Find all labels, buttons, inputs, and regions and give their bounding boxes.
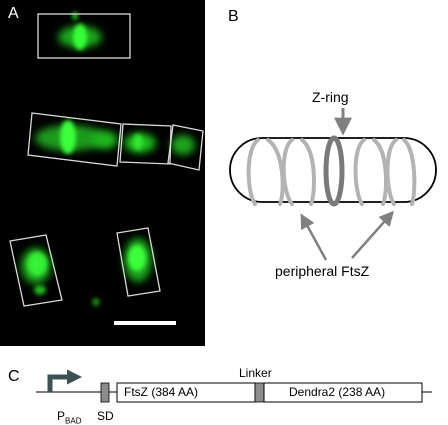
promoter-label-text: P: [57, 409, 66, 423]
z-ring: [323, 135, 345, 207]
dendra2-label: Dendra2 (238 AA): [289, 385, 386, 399]
linker-label: Linker: [239, 366, 272, 380]
panel-c-letter: C: [8, 368, 20, 385]
panel-a-letter: A: [8, 5, 19, 22]
micrograph-background: [0, 0, 205, 346]
scale-bar: [114, 321, 176, 325]
cell-4-box: [116, 227, 161, 297]
cell-4-fluorescence: [124, 238, 152, 282]
linker-box: [254, 382, 265, 403]
promoter-label-sub: BAD: [65, 416, 82, 425]
peripheral-arrow-left: [300, 213, 328, 261]
helix-filaments: [246, 138, 417, 206]
cell-2-box-a: [27, 112, 122, 167]
cell-2-fluorescence: [35, 120, 195, 155]
stray-punctum: [92, 298, 100, 306]
z-ring-label: Z-ring: [312, 89, 349, 105]
sd-box: [100, 382, 110, 403]
cell-outline: [229, 137, 437, 203]
micrograph: [0, 0, 205, 346]
promoter-arrow: [47, 369, 82, 392]
cell-1-fluorescence: [58, 12, 102, 50]
ftsz-label: FtsZ (384 AA): [124, 385, 199, 399]
peripheral-arrow-right: [351, 210, 394, 259]
panel-a: A: [0, 0, 205, 346]
cell-1-box: [37, 13, 131, 59]
sd-label: SD: [97, 409, 114, 423]
cell-3-box: [9, 234, 63, 307]
cell-3-fluorescence: [21, 248, 51, 295]
peripheral-ftsz-label: peripheral FtsZ: [275, 263, 370, 279]
cell-2-box-c: [167, 124, 204, 171]
promoter-label: PBAD: [57, 409, 81, 425]
panel-b-letter: B: [228, 8, 239, 25]
